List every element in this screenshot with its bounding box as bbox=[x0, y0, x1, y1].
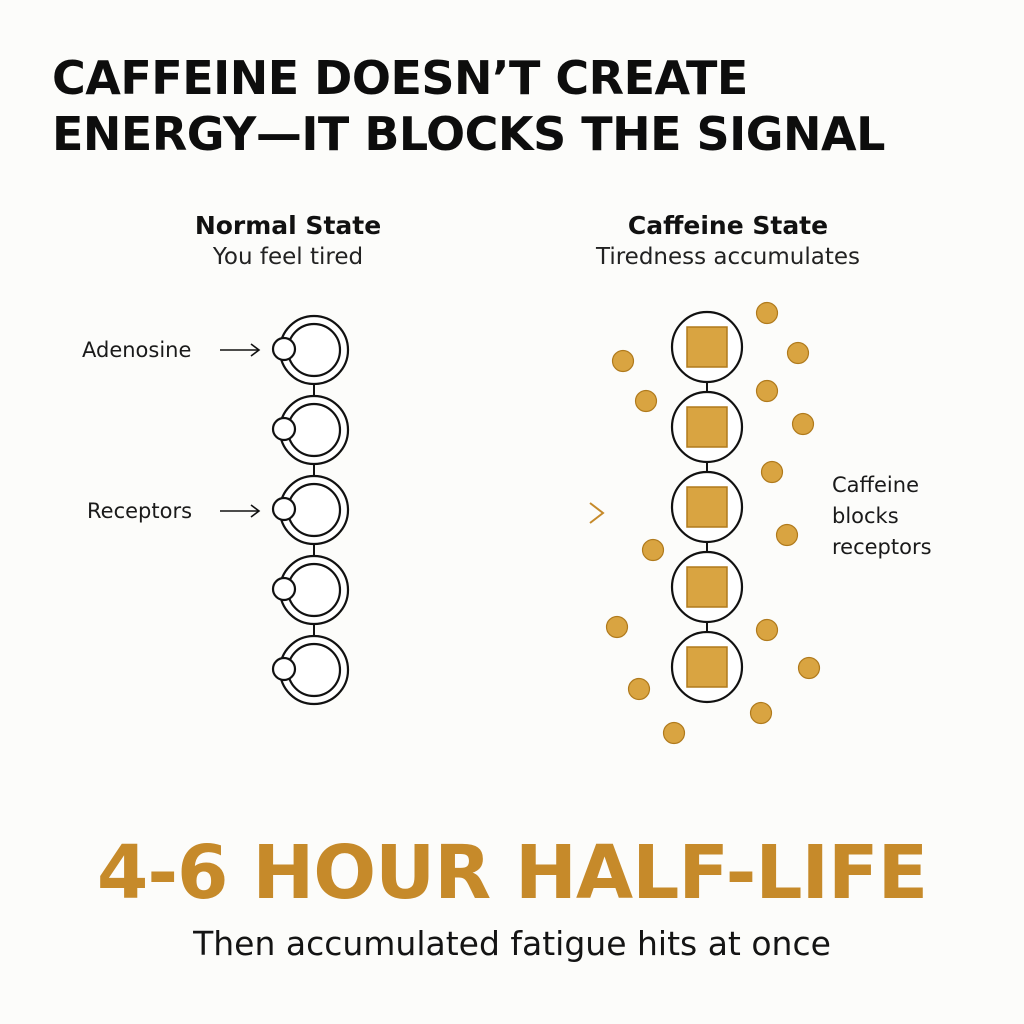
adenosine-molecule bbox=[271, 416, 297, 442]
caffeine-block bbox=[686, 326, 728, 368]
caffeine-state-heading: Caffeine State bbox=[627, 211, 829, 240]
caffeine-block bbox=[686, 566, 728, 608]
receptors-arrow bbox=[220, 504, 261, 518]
caffeine-blocks-label: Caffeine blocks receptors bbox=[832, 473, 932, 559]
caffeine-molecule-dot bbox=[755, 379, 779, 403]
page-title: CAFFEINE DOESN’T CREATE ENERGY—IT BLOCKS… bbox=[52, 50, 992, 162]
caffeine-molecule-dot bbox=[786, 341, 810, 365]
half-life-stat: 4-6 HOUR HALF-LIFE bbox=[96, 830, 928, 916]
title-line-1: CAFFEINE DOESN’T CREATE bbox=[52, 51, 748, 105]
footer-caption: Then accumulated fatigue hits at once bbox=[193, 924, 831, 963]
normal-state-heading: Normal State bbox=[194, 211, 382, 240]
normal-receptor-chain bbox=[271, 314, 350, 706]
caffeine-molecule-dot bbox=[760, 460, 784, 484]
caffeine-block bbox=[686, 406, 728, 448]
normal-state-subheading: You feel tired bbox=[212, 244, 364, 270]
caffeine-block bbox=[686, 486, 728, 528]
caffeine-molecule-dot bbox=[755, 301, 779, 325]
adenosine-label: Adenosine bbox=[82, 338, 192, 362]
transition-arrow bbox=[422, 502, 605, 524]
adenosine-molecule bbox=[271, 336, 297, 362]
adenosine-molecule bbox=[271, 496, 297, 522]
caffeine-molecule-dot bbox=[605, 615, 629, 639]
caffeine-receptor-chain bbox=[670, 310, 744, 704]
receptors-label: Receptors bbox=[87, 499, 193, 523]
caffeine-molecule-dot bbox=[627, 677, 651, 701]
caffeine-molecule-dot bbox=[791, 412, 815, 436]
adenosine-arrow bbox=[220, 343, 261, 357]
caffeine-molecule-dot bbox=[662, 721, 686, 745]
caffeine-molecule-dot bbox=[634, 389, 658, 413]
caffeine-molecule-dot bbox=[755, 618, 779, 642]
caffeine-molecules bbox=[605, 301, 821, 745]
caffeine-state-header: Caffeine State Tiredness accumulates bbox=[558, 210, 898, 272]
adenosine-molecule bbox=[271, 576, 297, 602]
caffeine-block bbox=[686, 646, 728, 688]
adenosine-molecule bbox=[271, 656, 297, 682]
caffeine-state-subheading: Tiredness accumulates bbox=[595, 244, 861, 270]
title-line-2: ENERGY—IT BLOCKS THE SIGNAL bbox=[52, 107, 885, 161]
caffeine-molecule-dot bbox=[641, 538, 665, 562]
caffeine-molecule-dot bbox=[775, 523, 799, 547]
caffeine-molecule-dot bbox=[797, 656, 821, 680]
caffeine-molecule-dot bbox=[749, 701, 773, 725]
normal-state-header: Normal State You feel tired bbox=[118, 210, 458, 272]
caffeine-molecule-dot bbox=[611, 349, 635, 373]
